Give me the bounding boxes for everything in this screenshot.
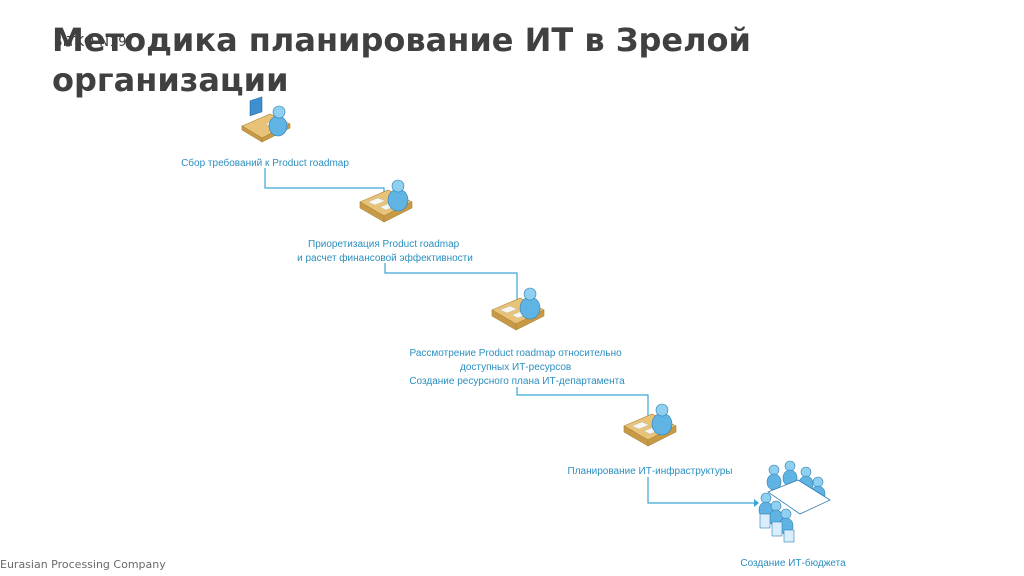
step-3-label: Рассмотрение Product roadmap относительн… — [409, 348, 625, 387]
step-4-label: Планирование ИТ-инфраструктуры — [568, 465, 733, 477]
arrowhead-4 — [754, 499, 759, 507]
person-at-desk-icon — [623, 403, 677, 447]
connector-3-4 — [516, 387, 649, 420]
company-logo: SITKO N19 — [54, 35, 127, 50]
meeting-table-icon — [758, 460, 831, 543]
step-2-label: Приоретизация Product roadmap и расчет ф… — [297, 239, 473, 264]
step-1-label: Сбор требований к Product roadmap — [181, 157, 349, 169]
connector-1-2 — [264, 168, 385, 196]
logo-text: SITKO N19 — [54, 35, 127, 50]
person-at-desk-icon — [359, 179, 413, 223]
person-at-computer-desk-icon — [241, 96, 291, 143]
connector-2-3 — [384, 263, 518, 306]
person-at-desk-icon — [491, 287, 545, 331]
step-5-label: Создание ИТ-бюджета — [740, 557, 846, 569]
slide-title: Методика планирование ИТ в Зрелой органи… — [52, 21, 751, 99]
connector-4-5 — [647, 477, 754, 504]
footer-company-name: Eurasian Processing Company — [0, 558, 166, 571]
